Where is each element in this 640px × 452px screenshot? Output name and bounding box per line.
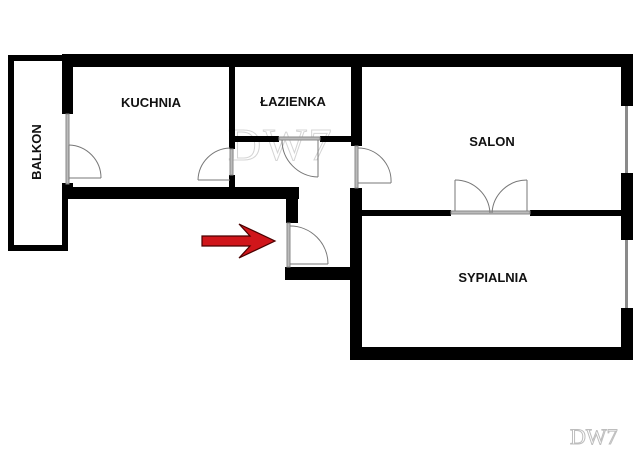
entrance-arrow-icon bbox=[201, 223, 277, 259]
door-double bbox=[450, 179, 531, 215]
room-label-kitchen: KUCHNIA bbox=[121, 95, 182, 110]
doors bbox=[65, 113, 531, 268]
watermark-corner: DW7 bbox=[570, 424, 618, 449]
door-living-room bbox=[354, 145, 392, 189]
room-label-balcony: BALKON bbox=[29, 124, 44, 180]
room-label-bathroom: ŁAZIENKA bbox=[260, 94, 326, 109]
door-bathroom bbox=[278, 136, 321, 178]
windows bbox=[625, 106, 628, 308]
watermark-center: DW7 bbox=[228, 119, 334, 170]
walls bbox=[62, 54, 633, 360]
room-label-living-room: SALON bbox=[469, 134, 515, 149]
door-balcony bbox=[65, 113, 102, 185]
door-entrance bbox=[286, 222, 329, 268]
room-label-bedroom: SYPIALNIA bbox=[458, 270, 528, 285]
balcony bbox=[8, 55, 68, 251]
door-kitchen bbox=[197, 147, 234, 181]
